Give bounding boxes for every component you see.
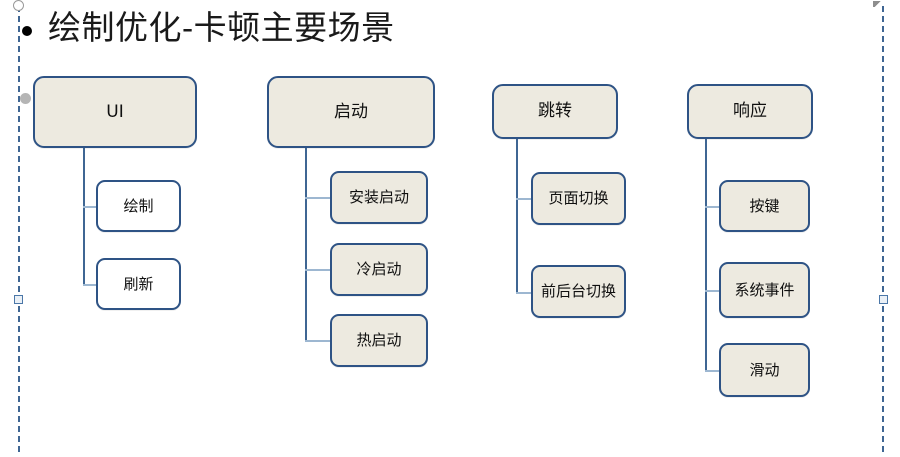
- connector-branch: [705, 290, 722, 292]
- connector-branch: [705, 370, 722, 372]
- connector-vertical-navigation: [516, 139, 518, 293]
- node-ui-root[interactable]: UI: [33, 76, 197, 148]
- node-startup-child-0[interactable]: 安装启动: [330, 171, 428, 224]
- connector-branch: [83, 206, 106, 208]
- node-label: 按键: [749, 196, 780, 215]
- node-label: 启动: [334, 101, 368, 122]
- connector-vertical-startup: [305, 148, 307, 341]
- connector-branch: [516, 292, 533, 294]
- node-label: 绘制: [123, 196, 154, 215]
- connector-branch: [305, 269, 331, 271]
- connector-branch: [705, 206, 722, 208]
- node-ui-child-0[interactable]: 绘制: [96, 180, 181, 232]
- connector-vertical-response: [705, 139, 707, 371]
- connector-vertical-ui: [83, 148, 85, 286]
- resize-handle-left[interactable]: [14, 295, 23, 304]
- node-label: 前后台切换: [540, 282, 616, 300]
- node-label: 刷新: [123, 274, 154, 293]
- connector-branch: [516, 198, 533, 200]
- node-ui-child-1[interactable]: 刷新: [96, 258, 181, 310]
- node-response-child-1[interactable]: 系统事件: [719, 262, 810, 318]
- connector-branch: [305, 197, 331, 199]
- node-response-root[interactable]: 响应: [687, 84, 813, 139]
- node-label: 安装启动: [348, 188, 409, 206]
- node-label: 滑动: [749, 360, 780, 379]
- node-startup-child-2[interactable]: 热启动: [330, 314, 428, 367]
- node-navigation-root[interactable]: 跳转: [492, 84, 618, 139]
- node-label: 响应: [733, 101, 767, 121]
- node-label: 热启动: [356, 331, 402, 349]
- node-label: 页面切换: [548, 189, 609, 207]
- node-response-child-2[interactable]: 滑动: [719, 343, 810, 397]
- node-label: 系统事件: [734, 280, 795, 299]
- node-label: 跳转: [538, 101, 572, 121]
- node-navigation-child-0[interactable]: 页面切换: [531, 172, 626, 225]
- node-navigation-child-1[interactable]: 前后台切换: [531, 265, 626, 318]
- node-label: 冷启动: [356, 260, 402, 278]
- node-label: UI: [106, 101, 124, 122]
- bullet-icon: [22, 26, 32, 36]
- node-startup-child-1[interactable]: 冷启动: [330, 243, 428, 296]
- resize-handle-top-right[interactable]: [873, 1, 883, 7]
- resize-handle-right[interactable]: [879, 295, 888, 304]
- connector-branch: [305, 340, 331, 342]
- node-startup-root[interactable]: 启动: [267, 76, 435, 148]
- slide-title: 绘制优化-卡顿主要场景: [48, 8, 395, 47]
- rotate-handle[interactable]: [13, 0, 24, 11]
- node-response-child-0[interactable]: 按键: [719, 180, 810, 232]
- slide-title-row[interactable]: 绘制优化-卡顿主要场景: [22, 8, 395, 48]
- connector-branch: [83, 284, 106, 286]
- group-marker-dot: [20, 93, 31, 104]
